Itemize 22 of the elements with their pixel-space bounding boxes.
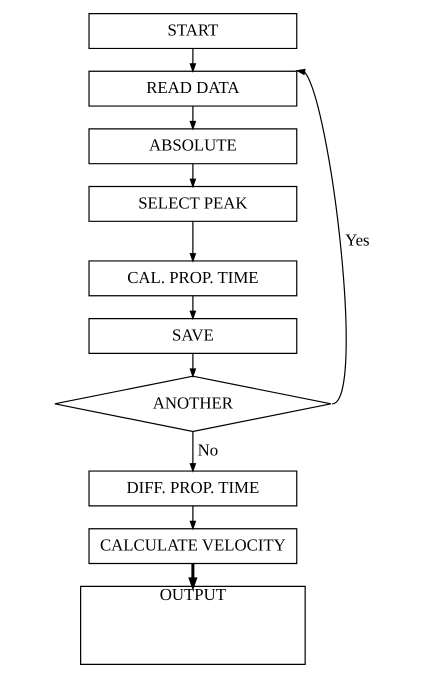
- node-diamond: ANOTHER: [54, 376, 332, 432]
- arrow: [190, 354, 196, 378]
- node-box: START: [88, 13, 298, 50]
- arrow: [188, 564, 198, 591]
- arrow: [190, 432, 196, 473]
- arrow: [190, 296, 196, 320]
- edge-label: No: [198, 440, 218, 460]
- node-box: SAVE: [88, 318, 298, 354]
- node-box: SELECT PEAK: [88, 186, 298, 222]
- arrow: [190, 106, 196, 131]
- arrow: [190, 506, 196, 530]
- arrow: [296, 68, 347, 404]
- node-box: CALCULATE VELOCITY: [88, 528, 298, 564]
- node-box: READ DATA: [88, 70, 298, 107]
- node-box: ABSOLUTE: [88, 128, 298, 164]
- node-box: OUTPUT: [80, 586, 306, 665]
- edge-label: Yes: [345, 230, 370, 250]
- node-box: CAL. PROP. TIME: [88, 260, 298, 296]
- arrow: [190, 221, 196, 263]
- arrow: [190, 48, 196, 73]
- arrow: [190, 164, 196, 188]
- node-box: DIFF. PROP. TIME: [88, 470, 298, 506]
